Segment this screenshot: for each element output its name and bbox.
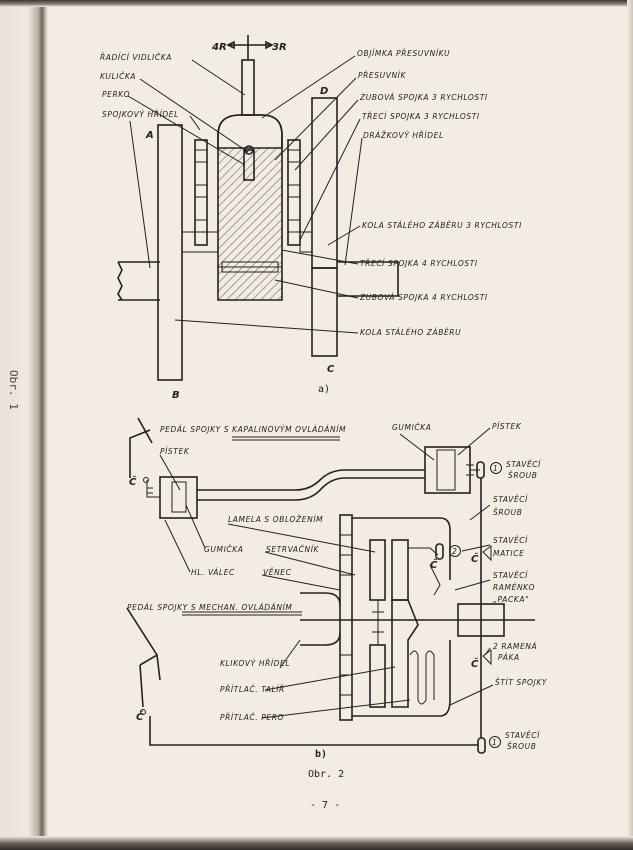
- label-splined-shaft: DRÁŽKOVÝ HŘÍDEL: [363, 131, 444, 140]
- label-flywheel: SETRVAČNÍK: [266, 545, 320, 554]
- label-spring: PERKO: [102, 90, 130, 99]
- splined-shaft: [337, 261, 399, 297]
- direction-3r: 3R: [272, 42, 287, 53]
- label-constant-mesh: KOLA STÁLÉHO ZÁBĚRU: [360, 328, 461, 337]
- label-ball: KULIČKA: [100, 72, 136, 81]
- dog-teeth-left: [194, 139, 208, 246]
- clutch-disc-top: [369, 539, 386, 601]
- letter-d: D: [320, 86, 328, 97]
- clutch-housing: [352, 517, 451, 717]
- direction-4r: 4R: [211, 42, 227, 53]
- label-rubber-left: GUMIČKA: [204, 545, 243, 554]
- screw-2-number: 1: [492, 738, 497, 747]
- label-piston-left: PÍSTEK: [160, 447, 190, 456]
- label-friction-clutch-3: TŘECÍ SPOJKA 3 RYCHLOSTI: [362, 112, 480, 121]
- pressure-plate: [391, 599, 419, 708]
- page-top-edge: [0, 0, 633, 7]
- pivot-1: Č: [129, 474, 137, 488]
- label-fork: ŘADÍCÍ VIDLIČKA: [100, 53, 172, 62]
- master-cylinder: [159, 476, 198, 519]
- letter-b: B: [172, 390, 180, 401]
- figure-caption: Obr. 2: [308, 769, 344, 780]
- letter-c: C: [327, 364, 335, 375]
- label-dog-clutch-4: ZUBOVÁ SPOJKA 4 RYCHLOSTI: [359, 293, 488, 302]
- label-crankshaft: KLIKOVÝ HŘÍDEL: [220, 659, 290, 668]
- book-binding-shadow: [0, 0, 48, 850]
- gear-c: [311, 267, 338, 357]
- label-disc: LAMELA S OBLOŽENÍM: [228, 515, 323, 524]
- label-shield: ŠTÍT SPOJKY: [495, 678, 548, 687]
- label-friction-clutch-4: TŘECÍ SPOJKA 4 RYCHLOSTI: [360, 259, 478, 268]
- label-pedal-hydraulic: PEDÁL SPOJKY S KAPALINOVÝM OVLÁDÁNÍM: [160, 425, 346, 434]
- label-master-cylinder: HL. VÁLEC: [191, 568, 235, 577]
- gear-a: [157, 124, 183, 381]
- label-piston-right: PÍSTEK: [492, 422, 522, 431]
- page-right-edge: [627, 0, 633, 850]
- label-clutch-shaft: SPOJKOVÝ HŘÍDEL: [102, 110, 179, 119]
- label-constant-mesh-3: KOLA STÁLÉHO ZÁBĚRU 3 RYCHLOSTI: [362, 221, 522, 230]
- clutch-disc-bottom: [369, 644, 386, 708]
- pivot-3: Č: [471, 551, 479, 565]
- gear-d: [311, 97, 338, 269]
- shift-fork: [241, 59, 255, 116]
- hydraulic-pipe: [197, 469, 425, 501]
- page-bottom-edge: [0, 836, 633, 850]
- pivot-2: Č: [430, 557, 438, 571]
- figure-b-clutch-control: 1 2 1 PEDÁL SPOJKY S KAPALIN: [126, 417, 548, 760]
- figure-a-gearbox: 4R 3R A B C D ŘADÍCÍ VIDLIČKA KULIČKA PE…: [100, 35, 522, 401]
- label-pressure-spring: PŘÍTLAČ. PERO: [220, 713, 284, 722]
- label-pressure-plate: PŘÍTLAČ. TALÍŘ: [220, 685, 285, 694]
- pressure-spring: [409, 650, 435, 705]
- screw-1-number: 1: [493, 464, 498, 473]
- label-collar: OBJÍMKA PŘESUVNÍKU: [357, 49, 450, 58]
- shifter-collar: [217, 114, 283, 149]
- letter-a: A: [145, 130, 154, 141]
- label-dog-clutch-3: ZUBOVÁ SPOJKA 3 RYCHLOSTI: [359, 93, 488, 102]
- label-rubber-top: GUMIČKA: [392, 423, 431, 432]
- label-ring-gear: VĚNEC: [263, 568, 292, 577]
- dog-teeth-right: [287, 139, 301, 246]
- ring-gear: [339, 514, 353, 721]
- spring-ball: [243, 149, 255, 181]
- slave-cylinder: [424, 446, 471, 494]
- pivot-5: Č: [136, 709, 144, 723]
- figure-b-caption: b): [315, 749, 327, 760]
- pivot-4: Č: [471, 656, 479, 670]
- crankshaft: [300, 592, 341, 646]
- nut-number: 2: [452, 547, 457, 556]
- release-bearing: [457, 603, 505, 637]
- clutch-shaft: [117, 261, 160, 301]
- label-shifter: PŘESUVNÍK: [358, 71, 406, 80]
- figure-a-caption: a): [318, 384, 330, 395]
- page-number: - 7 -: [310, 800, 340, 811]
- label-pedal-mechanical: PEDÁL SPOJKY S MECHAN. OVLÁDÁNÍM: [127, 603, 293, 612]
